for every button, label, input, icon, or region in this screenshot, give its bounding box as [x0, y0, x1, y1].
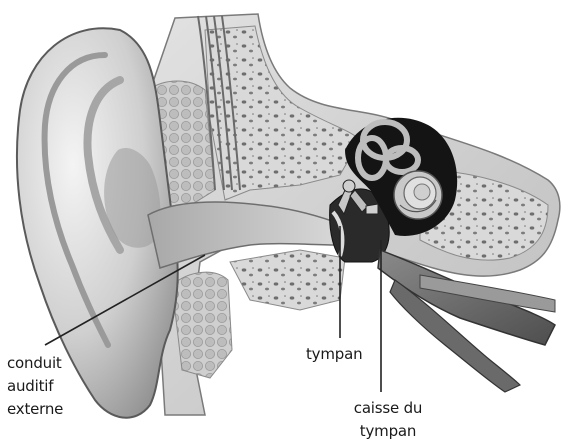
canal-cartilage-lower [172, 272, 232, 378]
eardrum-label: tympan [306, 343, 376, 366]
ear-canal-label: conduit auditif externe [7, 352, 87, 421]
cochlea [394, 171, 442, 219]
middle-ear-cavity-label: caisse du tympan [343, 397, 433, 443]
porous-bone-lower [230, 250, 345, 310]
